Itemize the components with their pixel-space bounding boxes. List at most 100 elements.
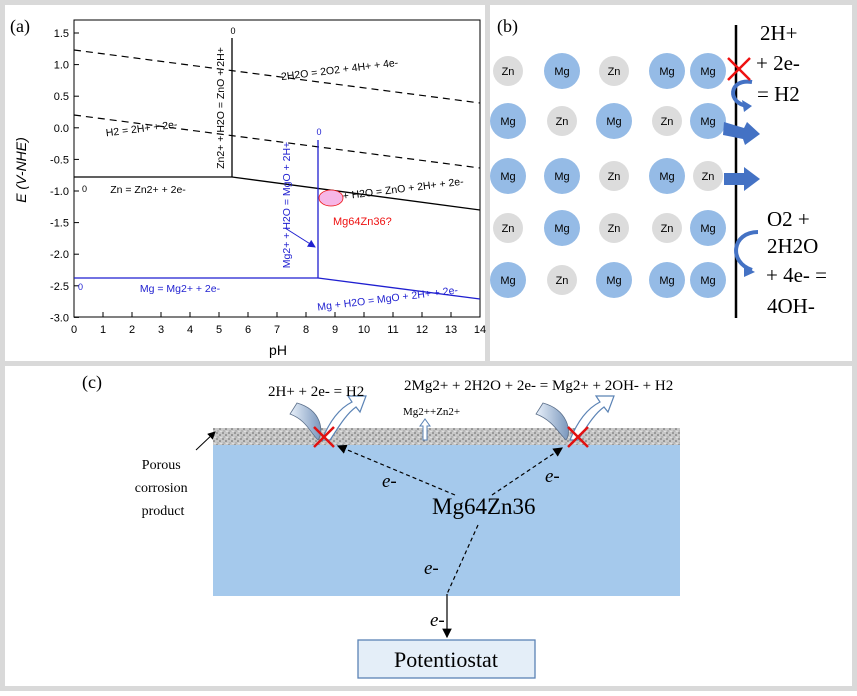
zn-atom (693, 161, 723, 191)
atom-label: Mg (500, 171, 515, 183)
panel-a: (a) 1.51.00.50.0-0.5-1.0-1.5-2.0-2.5-3.0… (5, 5, 486, 361)
electron-label-left: e- (382, 471, 397, 492)
atom-label: Zn (502, 223, 515, 235)
reaction-o-text: O2 + 2H2O + 4e- = 4OH- (766, 207, 832, 318)
atom-label: Zn (702, 171, 715, 183)
x-tick-label: 7 (274, 324, 280, 336)
atom-label: Mg (500, 116, 515, 128)
y-tick-label: -2.5 (50, 281, 69, 293)
atom-label: Mg (700, 275, 715, 287)
x-tick-label: 2 (129, 324, 135, 336)
panel-c: (c) 2H+ + 2e- = H2 2Mg2+ + 2H2O + 2e- = … (5, 366, 852, 686)
mg64zn36-marker (318, 189, 344, 207)
atom-label: Mg (659, 275, 674, 287)
atom-label: Mg (700, 116, 715, 128)
zn-atom (599, 161, 629, 191)
electron-label-bottom: e- (424, 558, 439, 579)
h2-arrow-head (742, 100, 752, 112)
y-tick-label: -0.5 (50, 154, 69, 166)
panel-a-label: (a) (10, 16, 30, 37)
atom-label: Zn (556, 116, 569, 128)
zn-atom (652, 213, 682, 243)
plot-frame (73, 19, 481, 318)
mg-atom (690, 210, 726, 246)
left-cross-b (313, 426, 335, 448)
corrosion-product-layer (213, 428, 680, 445)
y-tick-label: -1.0 (50, 186, 69, 198)
electron-label-wire: e- (430, 610, 445, 631)
mg-atom (544, 53, 580, 89)
mg-atom (649, 53, 685, 89)
mg-line-label: Mg = Mg2+ + 2e- (140, 283, 221, 295)
zn-zero-left: 0 (82, 184, 87, 194)
x-tick-label: 5 (216, 324, 222, 336)
alloy-label: Mg64Zn36 (432, 494, 536, 519)
h2-water-line (73, 114, 481, 169)
zn-atom (493, 56, 523, 86)
x-axis-label: pH (269, 342, 287, 358)
mg-zero-left: 0 (78, 282, 83, 292)
atom-label: Mg (554, 66, 569, 78)
atom-label: Mg (554, 171, 569, 183)
x-tick-label: 0 (71, 324, 77, 336)
x-tick-label: 11 (387, 324, 398, 336)
ion-release-arrow (419, 418, 431, 441)
x-tick-label: 4 (187, 324, 193, 336)
panel-b-label: (b) (497, 16, 518, 37)
x-tick-label: 13 (445, 324, 457, 336)
mg2-pointer-arrow (284, 227, 316, 248)
mg-atom (490, 262, 526, 298)
o2-arrow-head (744, 266, 755, 277)
ions-label: Mg2++Zn2+ (403, 406, 460, 418)
atom-label: Zn (608, 171, 621, 183)
atom-label: Zn (608, 223, 621, 235)
electron-label-right: e- (545, 466, 560, 487)
atom-label: Mg (700, 66, 715, 78)
zn-zero-top: 0 (230, 26, 235, 36)
atom-label: Mg (659, 171, 674, 183)
zn-atom (493, 213, 523, 243)
mg-atom (490, 103, 526, 139)
alloy-substrate (213, 442, 680, 596)
electron-path-left (336, 444, 456, 496)
y-axis-ticks: 1.51.00.50.0-0.5-1.0-1.5-2.0-2.5-3.0 (50, 28, 79, 324)
atom-label: Mg (606, 116, 621, 128)
y-tick-label: 0.5 (54, 91, 69, 103)
x-tick-label: 1 (100, 324, 106, 336)
mg-atom (544, 158, 580, 194)
y-tick-label: 1.5 (54, 28, 69, 40)
zn-zno-line (231, 176, 481, 211)
reaction-h-text: 2H+ + 2e- = H2 (756, 21, 805, 106)
panel-c-label: (c) (82, 372, 102, 393)
electron-path-right (491, 447, 563, 496)
right-cross-b (567, 426, 589, 448)
x-tick-label: 14 (474, 324, 486, 336)
x-tick-label: 3 (158, 324, 164, 336)
x-tick-label: 8 (303, 324, 309, 336)
atom-label: Zn (661, 223, 674, 235)
atom-label: Zn (608, 66, 621, 78)
zn-atom (652, 106, 682, 136)
y-tick-label: -3.0 (50, 312, 69, 324)
atom-label: Mg (500, 275, 515, 287)
atom-label: Zn (661, 116, 674, 128)
x-tick-label: 12 (416, 324, 428, 336)
potentiostat-label: Potentiostat (394, 647, 498, 672)
atom-label: Mg (659, 66, 674, 78)
mg2-line-label: Mg2+ + H2O = MgO + 2H+ (281, 142, 293, 268)
mg-atom (490, 158, 526, 194)
corrosion-pointer (195, 431, 216, 451)
atom-label: Zn (502, 66, 515, 78)
x-tick-label: 9 (332, 324, 338, 336)
zn2-line-label: Zn2+ + H2O = ZnO + 2H+ (215, 47, 227, 169)
x-tick-label: 10 (358, 324, 370, 336)
y-tick-label: 1.0 (54, 60, 69, 72)
zn-atom (599, 56, 629, 86)
y-tick-label: 0.0 (54, 123, 69, 135)
mg-atom (690, 262, 726, 298)
mg-mgo-line (317, 277, 481, 300)
